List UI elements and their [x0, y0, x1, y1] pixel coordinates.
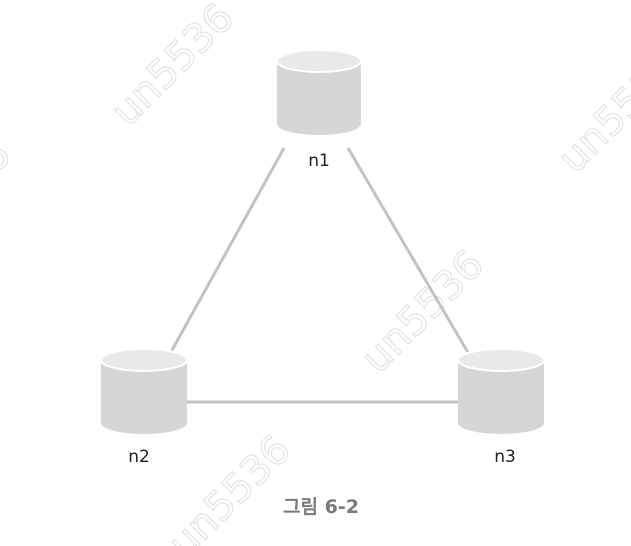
watermark-text: un5536: [160, 427, 300, 546]
node-n1: n1: [276, 49, 362, 171]
watermark-text: un5536: [550, 42, 631, 182]
node-label: n2: [128, 447, 150, 467]
edge-n1-n3: [346, 147, 472, 357]
figure-caption: 그림 6-2: [283, 496, 359, 518]
watermark-text: un5536: [103, 0, 243, 135]
watermark-text: un5536: [0, 132, 20, 272]
node-label: n3: [494, 447, 516, 467]
edges: [169, 147, 472, 404]
node-label: n1: [308, 151, 330, 171]
database-icon: [276, 49, 362, 135]
node-n3: n3: [457, 348, 545, 467]
database-icon: [100, 348, 188, 434]
node-n2: n2: [100, 348, 188, 467]
database-icon: [457, 348, 545, 434]
edge-n1-n2: [169, 147, 286, 353]
